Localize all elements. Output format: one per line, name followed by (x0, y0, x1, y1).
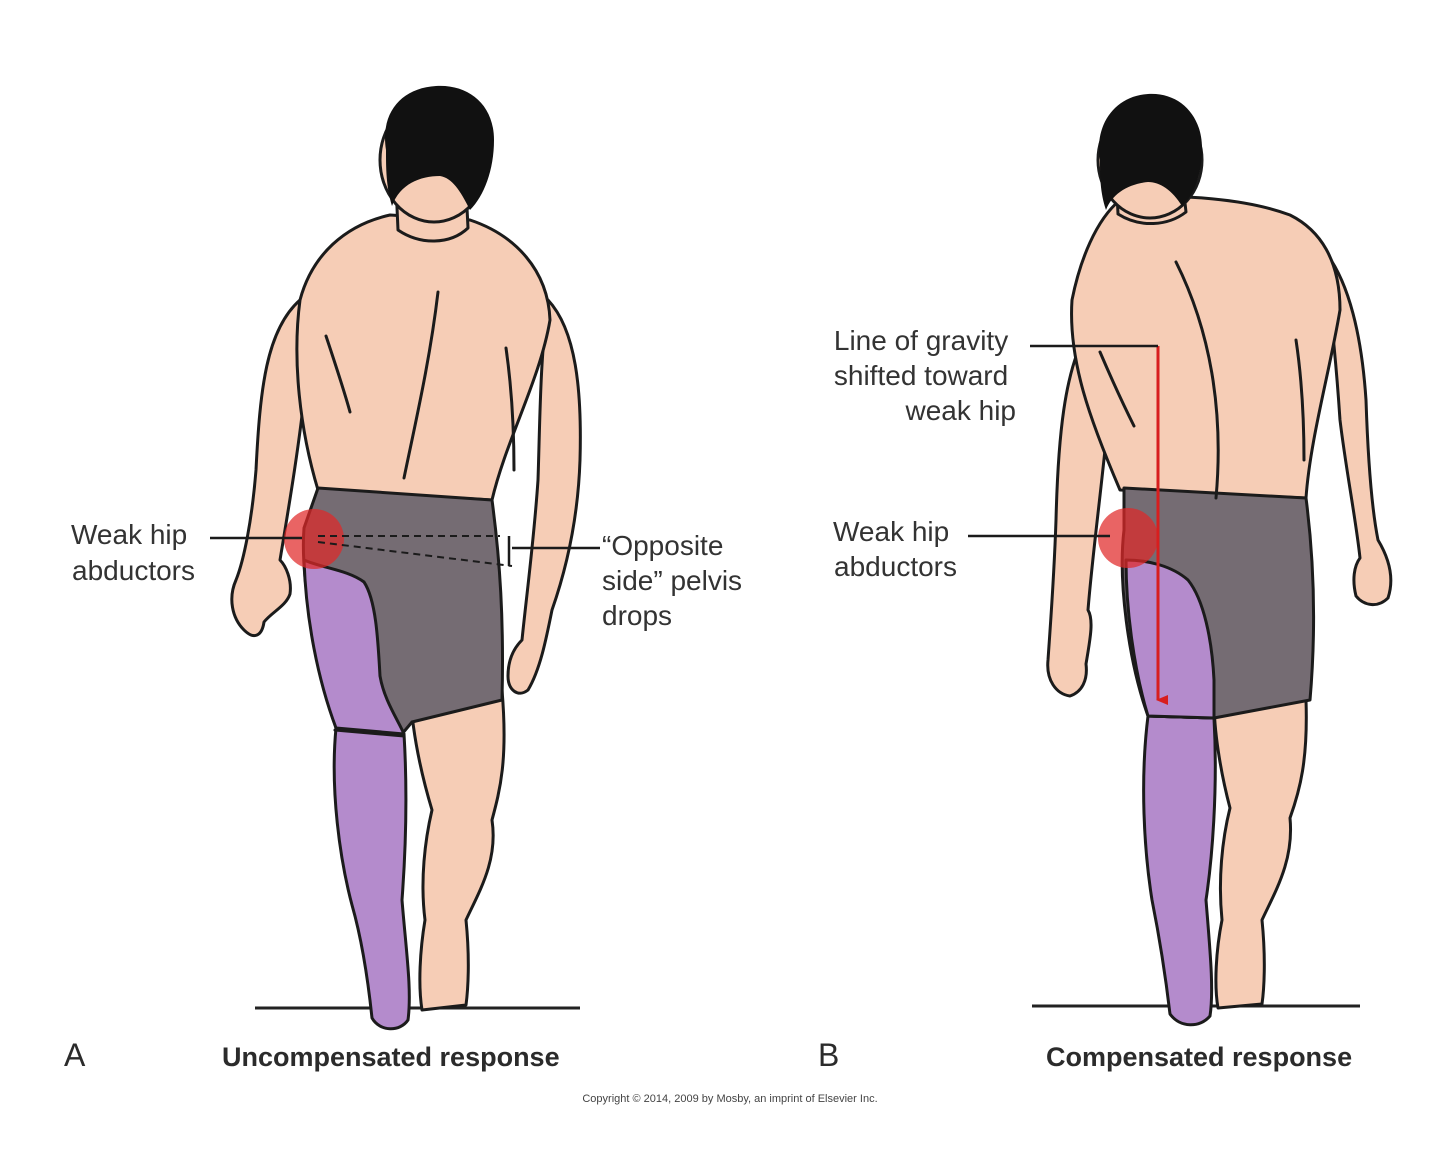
hair-a (385, 85, 494, 210)
caption-b: Compensated response (1046, 1042, 1352, 1072)
right-arm-b (1320, 246, 1393, 606)
shoulder-blade-a (324, 334, 352, 414)
copyright-notice: Copyright © 2014, 2009 by Mosby, an impr… (582, 1093, 877, 1105)
panel-a: Weak hip abductors “Opposite side” pelvi… (64, 85, 750, 1073)
panel-b: Line of gravity shifted toward weak hip … (818, 93, 1393, 1073)
caption-a: Uncompensated response (222, 1042, 560, 1072)
torso-a (295, 213, 552, 502)
weak-hip-highlight-a (284, 509, 344, 569)
panel-letter-a: A (64, 1037, 86, 1073)
weak-leg-b (1142, 714, 1217, 1027)
drop-line-a (317, 541, 513, 567)
weak-hip-a (302, 558, 406, 736)
stance-leg-b (1212, 698, 1308, 1010)
weak-hip-b (1124, 558, 1216, 720)
left-arm-a (230, 298, 308, 638)
stance-leg-a (408, 688, 506, 1012)
weak-leg-a (332, 726, 411, 1031)
panel-letter-b: B (818, 1037, 839, 1073)
weak-hip-label-b: Weak hip abductors (833, 516, 957, 582)
right-arm-a (506, 298, 582, 695)
opposite-side-label-a: “Opposite side” pelvis drops (602, 530, 750, 631)
weak-hip-label-a: Weak hip abductors (71, 519, 195, 586)
hair-b (1098, 93, 1202, 210)
weak-hip-highlight-b (1098, 508, 1158, 568)
spine-line-a (402, 290, 440, 480)
spine-line-b (1174, 260, 1220, 500)
gravity-label-b: Line of gravity shifted toward weak hip (834, 325, 1016, 426)
figure-a (230, 85, 582, 1031)
back-muscle-b (1294, 338, 1306, 462)
knee-crease-a (333, 728, 406, 738)
figure-b (1046, 93, 1393, 1027)
shoulder-blade-b (1098, 350, 1136, 428)
back-muscle-a (504, 346, 516, 472)
